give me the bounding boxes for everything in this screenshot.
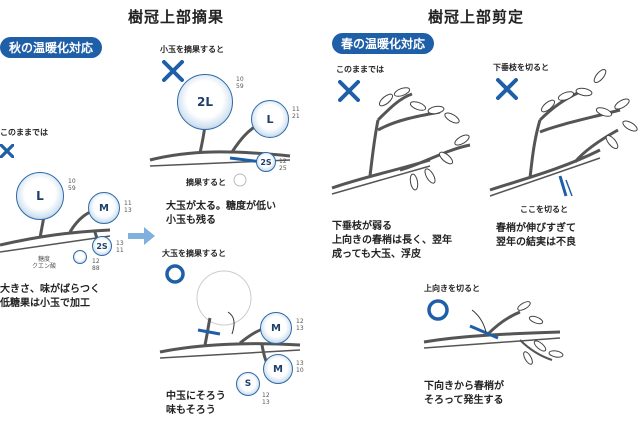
- fruit-tag: 13 11: [116, 240, 124, 254]
- thin-small-caption-1: 大玉が太る。糖度が低い: [166, 201, 276, 212]
- cut-upward-caption-1: 下向きから春梢が: [424, 381, 504, 392]
- circle-mark-icon: [164, 263, 186, 285]
- fruit-tag: 13 10: [296, 360, 304, 374]
- right-bad-caption-3: 成っても大玉、浮皮: [332, 249, 421, 260]
- xl-fruit: 2L: [177, 74, 233, 130]
- right-panel-title: 樹冠上部剪定: [428, 8, 525, 26]
- cross-mark-icon: [338, 80, 360, 102]
- fruit-tag: 12 13: [296, 318, 304, 332]
- fruit-tag: 10 59: [236, 76, 244, 90]
- cut-drooping-caption-2: 翌年の結実は不良: [496, 237, 576, 248]
- right-bad-case-label: このままでは: [336, 65, 384, 74]
- small-fruit: 2S: [256, 152, 276, 172]
- left-bad-case-label: このままでは: [0, 128, 48, 137]
- right-bad-caption-2: 上向きの春梢は長く、翌年: [332, 235, 452, 246]
- cut-upward-caption-2: そろって発生する: [424, 395, 504, 406]
- fruit-tag: 12 13: [262, 392, 270, 406]
- thin-large-caption-1: 中玉にそろう: [166, 391, 226, 402]
- medium-fruit: M: [88, 192, 120, 224]
- cross-mark-icon: [162, 60, 184, 82]
- small-fruit: S: [236, 372, 260, 396]
- fruit-tag: 11 21: [292, 106, 300, 120]
- right-panel-badge: 春の温暖化対応: [332, 33, 435, 54]
- medium-fruit: M: [263, 354, 293, 384]
- fruit-tag: 12 88: [92, 258, 100, 272]
- tiny-fruit: [73, 250, 87, 264]
- fruit-tag: 11 13: [124, 200, 132, 214]
- branch-label: 糖度 クエン酸: [32, 256, 57, 270]
- thin-small-note: 摘果すると: [186, 178, 226, 187]
- left-panel-title: 樹冠上部摘果: [128, 8, 225, 26]
- large-fruit: L: [16, 172, 64, 220]
- small-fruit: 2S: [92, 236, 112, 256]
- cross-mark-icon: [496, 78, 518, 100]
- cut-upward-label: 上向きを切ると: [424, 284, 480, 293]
- left-bad-caption-2: 低糖果は小玉で加工: [0, 298, 90, 309]
- fruit-tag: 10 59: [68, 178, 76, 192]
- cut-drooping-label: 下垂枝を切ると: [493, 63, 549, 72]
- right-arrow-icon: [128, 226, 156, 246]
- cut-drooping-note: ここを切ると: [520, 205, 568, 214]
- left-bad-caption-1: 大きさ、味がばらつく: [0, 284, 100, 295]
- thin-small-caption-2: 小玉も残る: [166, 215, 216, 226]
- fruit-tag: 12 25: [279, 158, 287, 172]
- circle-mark-icon: [426, 298, 450, 322]
- thin-large-label: 大玉を摘果すると: [162, 249, 226, 258]
- cut-drooping-caption-1: 春梢が伸びすぎて: [496, 223, 576, 234]
- cross-mark-icon: [0, 144, 14, 158]
- thin-small-label: 小玉を摘果すると: [160, 45, 224, 54]
- left-panel-badge: 秋の温暖化対応: [0, 37, 103, 58]
- large-fruit: L: [251, 100, 289, 138]
- thin-large-caption-2: 味もそろう: [166, 405, 216, 416]
- right-bad-caption-1: 下垂枝が弱る: [332, 221, 392, 232]
- medium-fruit: M: [260, 312, 292, 344]
